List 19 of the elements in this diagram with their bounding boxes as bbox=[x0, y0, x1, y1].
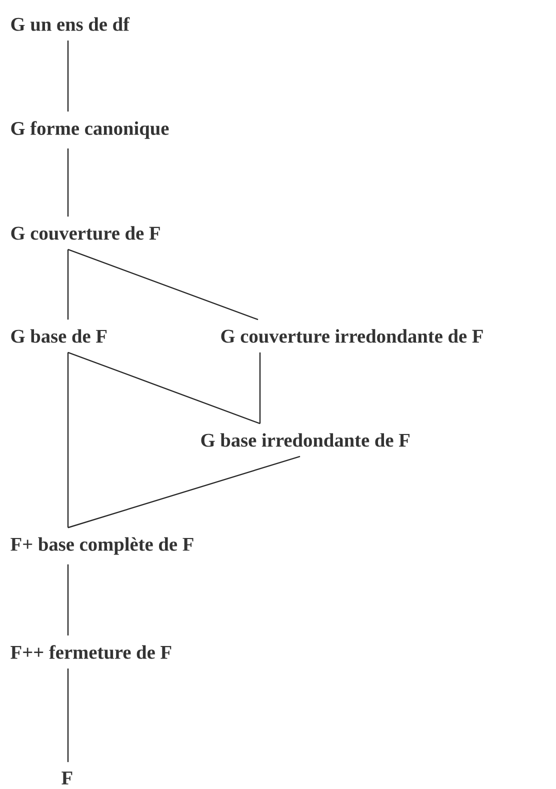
text-label: F++ fermeture de F bbox=[10, 645, 172, 659]
text-label: G forme canonique bbox=[11, 121, 169, 139]
text-label: G un ens de df bbox=[11, 17, 130, 31]
connector-line bbox=[67, 40, 69, 112]
connector-line bbox=[67, 249, 69, 320]
connector-line bbox=[67, 352, 69, 528]
connector-line bbox=[259, 352, 261, 424]
text-label: F bbox=[62, 772, 72, 784]
connector-line bbox=[67, 148, 69, 217]
text-label: G couverture irredondante de F bbox=[221, 329, 483, 343]
connector-line bbox=[68, 352, 260, 424]
connector-line bbox=[68, 248, 258, 320]
connector-line bbox=[68, 456, 300, 528]
text-label: G base irredondante de F bbox=[201, 433, 410, 447]
connector-line bbox=[67, 668, 69, 762]
connector-line bbox=[67, 564, 69, 636]
text-label: G base de F bbox=[11, 329, 107, 343]
text-label: F+ base complète de F bbox=[10, 537, 194, 555]
text-label: G couverture de F bbox=[11, 226, 160, 240]
